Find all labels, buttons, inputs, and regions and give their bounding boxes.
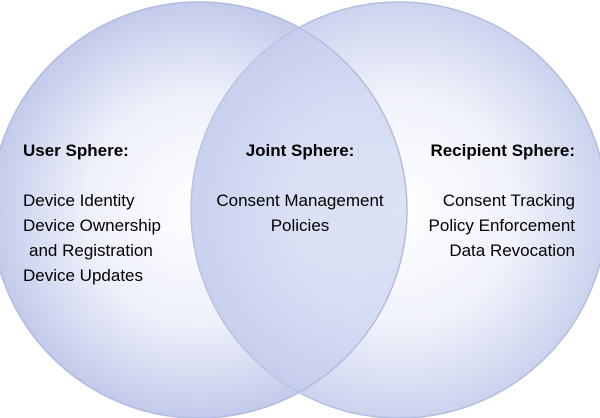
joint-sphere-item: Consent Management — [216, 191, 384, 210]
joint-sphere-title: Joint Sphere: — [245, 141, 355, 160]
recipient-sphere-item: Consent Tracking — [442, 191, 575, 210]
recipient-sphere-item: Policy Enforcement — [428, 216, 575, 235]
recipient-sphere-text: Recipient Sphere: Consent Tracking Polic… — [429, 138, 575, 263]
user-sphere-title: User Sphere: — [23, 141, 129, 160]
joint-sphere-text: Joint Sphere: Consent Management Policie… — [190, 138, 410, 238]
user-sphere-item: Device Updates — [23, 266, 144, 285]
user-sphere-item: and Registration — [29, 241, 153, 260]
recipient-sphere-title: Recipient Sphere: — [430, 141, 575, 160]
user-sphere-outline — [0, 1, 408, 418]
joint-sphere-overlap — [191, 2, 407, 418]
user-sphere-text: User Sphere: Device Identity Device Owne… — [23, 138, 161, 288]
joint-sphere-item: Policies — [270, 216, 330, 235]
user-sphere-item: Device Identity — [23, 191, 135, 210]
user-sphere-item: Device Ownership — [23, 216, 161, 235]
recipient-sphere-item: Data Revocation — [449, 241, 575, 260]
